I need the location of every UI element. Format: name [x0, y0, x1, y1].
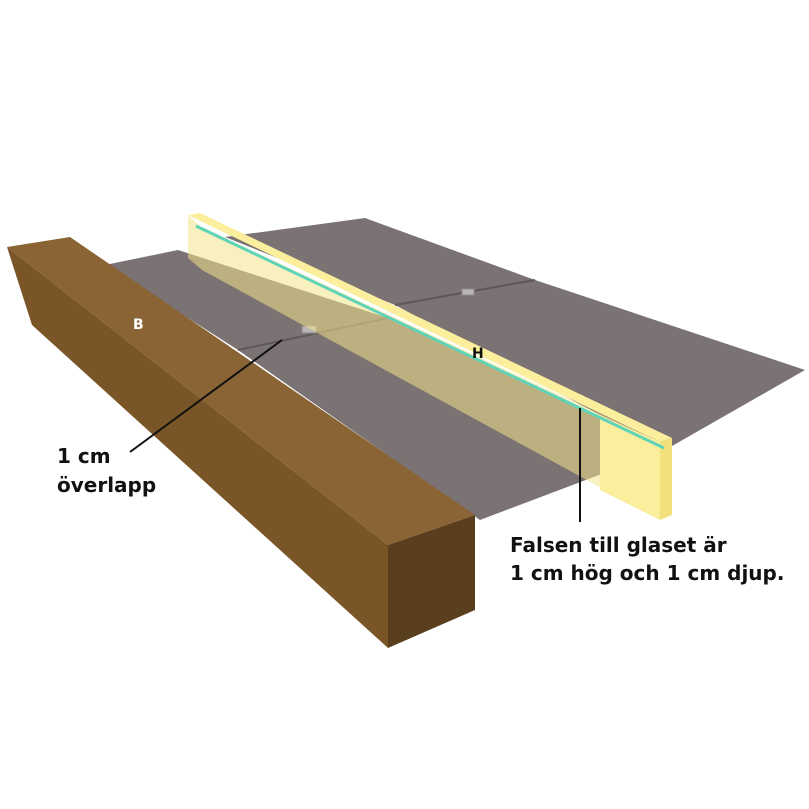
beam-h	[188, 213, 672, 520]
rabbet-label-line2: 1 cm hög och 1 cm djup.	[510, 561, 784, 585]
overlap-label-line2: överlapp	[57, 473, 156, 497]
glass-pane-back-right	[225, 218, 535, 305]
beam-h-front-solid	[600, 415, 660, 520]
beam-b-side	[7, 237, 475, 545]
glass-pane-front-left	[238, 318, 665, 520]
beam-h-label: H	[472, 346, 484, 362]
seal-strip	[195, 224, 665, 450]
overlap-leader-line	[129, 339, 283, 453]
overlap-label-line1: 1 cm	[57, 444, 111, 468]
beam-h-face	[188, 215, 660, 520]
gray-tab-icon	[461, 288, 475, 296]
beam-h-end	[660, 438, 672, 520]
rabbet-label-line1: Falsen till glaset är	[510, 533, 727, 557]
glass-pane-front-right	[395, 280, 805, 450]
beam-h-top	[188, 213, 672, 442]
beam-b-face	[7, 247, 388, 648]
beam-b-end	[388, 515, 475, 648]
beam-b-label: B	[133, 317, 144, 333]
beam-b	[7, 237, 475, 648]
